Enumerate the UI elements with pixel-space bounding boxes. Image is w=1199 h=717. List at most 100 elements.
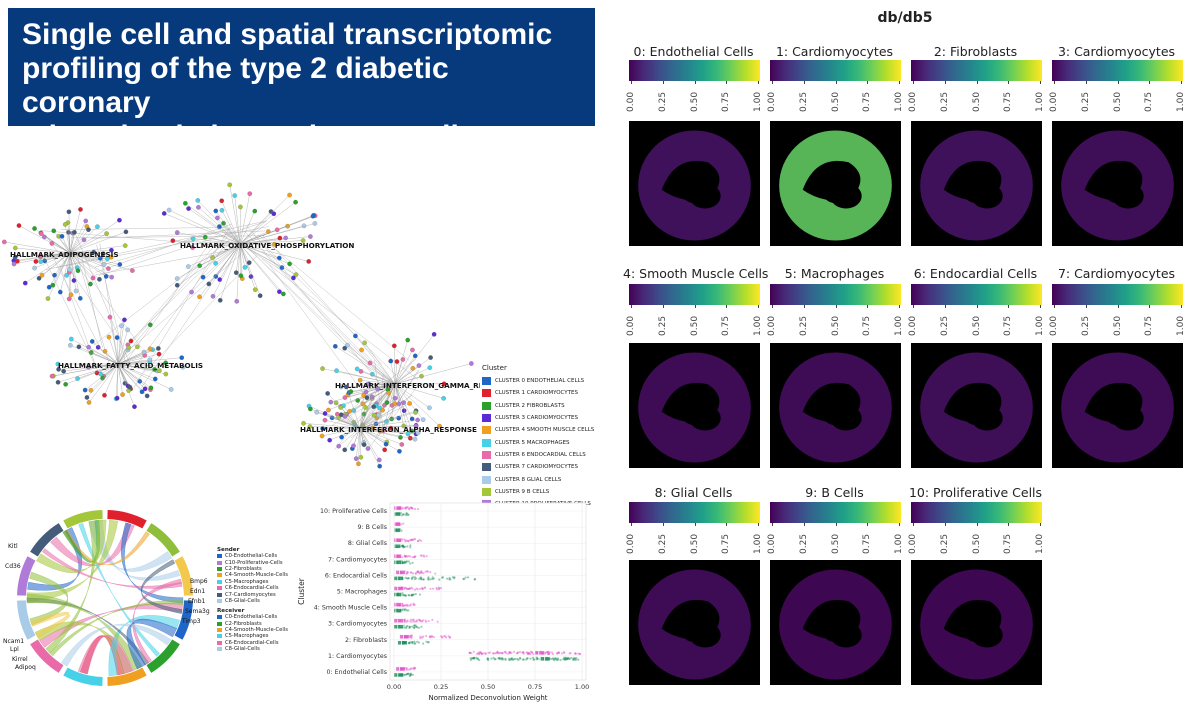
colorbar-tick-label: 1.00: [753, 534, 763, 554]
network-hub-label: HALLMARK_OXIDATIVE_PHOSPHORYLATION: [180, 241, 354, 250]
legend-label: C6-Endocardial-Cells: [225, 640, 279, 646]
legend-label: C8-Glial-Cells: [225, 598, 260, 604]
chord-gene-label: Adipoq: [15, 664, 36, 671]
distribution-box: [398, 641, 407, 645]
colorbar-tick-label: 0.25: [940, 534, 950, 554]
legend-label: C2-Fibroblasts: [225, 566, 262, 572]
legend-swatch: [482, 476, 491, 484]
chord-sector: [147, 523, 180, 556]
colorbar-tick-mark: [977, 523, 978, 526]
colorbar-tick-label: 0.25: [1081, 316, 1091, 336]
colorbar-tick-mark: [1149, 81, 1150, 84]
distribution-box: [394, 587, 403, 591]
colorbar-tick-mark: [772, 81, 773, 84]
legend-label: C2-Fibroblasts: [225, 621, 262, 627]
spatial-panel-title: 8: Glial Cells: [623, 485, 764, 500]
legend-label: CLUSTER 0 ENDOTHELIAL CELLS: [495, 378, 584, 384]
distribution-box: [394, 554, 402, 558]
legend-swatch: [482, 463, 491, 471]
chord-legend-item: C8-Glial-Cells: [217, 646, 297, 652]
colorbar-tick-label: 1.00: [753, 316, 763, 336]
colorbar-tick-mark: [1040, 81, 1041, 84]
colorbar-tick-mark: [1040, 305, 1041, 308]
cluster-legend-item: CLUSTER 8 GLIAL CELLS: [482, 473, 597, 485]
spatial-heart-image: [629, 121, 760, 246]
colorbar-tick-mark: [945, 523, 946, 526]
distribution-box: [394, 593, 402, 597]
colorbar-tick-label: 0.00: [908, 534, 918, 554]
colorbar-tick-label: 0.50: [690, 534, 700, 554]
colorbar-tick-mark: [631, 305, 632, 308]
viridis-colorbar: [1052, 60, 1183, 81]
spatial-panel-title: 9: B Cells: [764, 485, 905, 500]
legend-label: CLUSTER 3 CARDIOMYOCYTES: [495, 415, 578, 421]
x-tick-label: 0.50: [481, 683, 495, 691]
spatial-panel-title: 2: Fibroblasts: [905, 44, 1046, 59]
title-banner: Single cell and spatial transcriptomic p…: [8, 8, 595, 126]
cluster-legend-items: CLUSTER 0 ENDOTHELIAL CELLS CLUSTER 1 CAR…: [482, 375, 597, 510]
cluster-legend-item: CLUSTER 5 MACROPHAGES: [482, 436, 597, 448]
distribution-box: [396, 667, 405, 671]
colorbar-tick-label: 0.00: [626, 92, 636, 112]
colorbar-tick-label: 0.25: [658, 316, 668, 336]
chord-gene-label: Lpl: [10, 646, 19, 653]
colorbar-tick-mark: [758, 305, 759, 308]
colorbar-tick-mark: [695, 523, 696, 526]
legend-label: CLUSTER 8 GLIAL CELLS: [495, 477, 561, 483]
distribution-box: [400, 635, 409, 639]
spatial-heart-image: [629, 560, 760, 685]
spatial-heart-image: [911, 121, 1042, 246]
spatial-panel-title: 10: Proliferative Cells: [905, 485, 1046, 500]
colorbar-tick-mark: [945, 81, 946, 84]
chord-gene-label: Kitl: [8, 543, 18, 550]
y-tick-label: 6: Endocardial Cells: [325, 572, 387, 579]
colorbar-tick-mark: [1149, 305, 1150, 308]
colorbar-tick-mark: [804, 523, 805, 526]
distribution-box: [394, 619, 403, 623]
chord-gene-label: Timp3: [181, 618, 201, 625]
distribution-box: [394, 609, 402, 613]
colorbar-tick-mark: [1008, 305, 1009, 308]
colorbar-tick-label: 1.00: [1035, 316, 1045, 336]
colorbar-tick-label: 0.25: [799, 534, 809, 554]
legend-swatch: [217, 586, 222, 590]
colorbar-tick-mark: [1086, 81, 1087, 84]
chord-gene-label: Cd36: [5, 563, 21, 570]
colorbar-tick-mark: [899, 305, 900, 308]
cluster-legend-item: CLUSTER 4 SMOOTH MUSCLE CELLS: [482, 424, 597, 436]
colorbar-tick-mark: [1040, 523, 1041, 526]
legend-label: C0-Endothelial-Cells: [225, 553, 277, 559]
distribution-box: [394, 625, 403, 629]
colorbar-tick-mark: [1008, 523, 1009, 526]
colorbar-tick-label: 0.50: [831, 92, 841, 112]
colorbar-tick-label: 0.25: [658, 92, 668, 112]
x-tick-label: 0.00: [387, 683, 401, 691]
colorbar-tick-mark: [945, 305, 946, 308]
spatial-heart-image: [911, 560, 1042, 685]
distribution-box: [394, 673, 403, 677]
cluster-legend-item: CLUSTER 7 CARDIOMYOCYTES: [482, 461, 597, 473]
colorbar-tick-mark: [836, 81, 837, 84]
colorbar-tick-label: 1.00: [894, 316, 904, 336]
cluster-legend-item: CLUSTER 1 CARDIOMYOCYTES: [482, 387, 597, 399]
network-hub-label: HALLMARK_INTERFERON_GAMMA_RESPONSE: [335, 381, 480, 390]
x-tick-label: 0.75: [528, 683, 542, 691]
legend-label: C8-Glial-Cells: [225, 646, 260, 652]
colorbar-tick-mark: [867, 81, 868, 84]
colorbar-tick-mark: [913, 305, 914, 308]
legend-swatch: [217, 634, 222, 638]
colorbar-tick-mark: [1118, 81, 1119, 84]
viridis-colorbar: [911, 502, 1042, 523]
legend-label: CLUSTER 5 MACROPHAGES: [495, 440, 570, 446]
viridis-colorbar: [770, 284, 901, 305]
colorbar-tick-label: 0.25: [1081, 92, 1091, 112]
colorbar-tick-mark: [1008, 81, 1009, 84]
colorbar-tick-label: 0.50: [690, 316, 700, 336]
colorbar-tick-mark: [695, 81, 696, 84]
legend-swatch: [482, 389, 491, 397]
legend-label: CLUSTER 2 FIBROBLASTS: [495, 403, 565, 409]
